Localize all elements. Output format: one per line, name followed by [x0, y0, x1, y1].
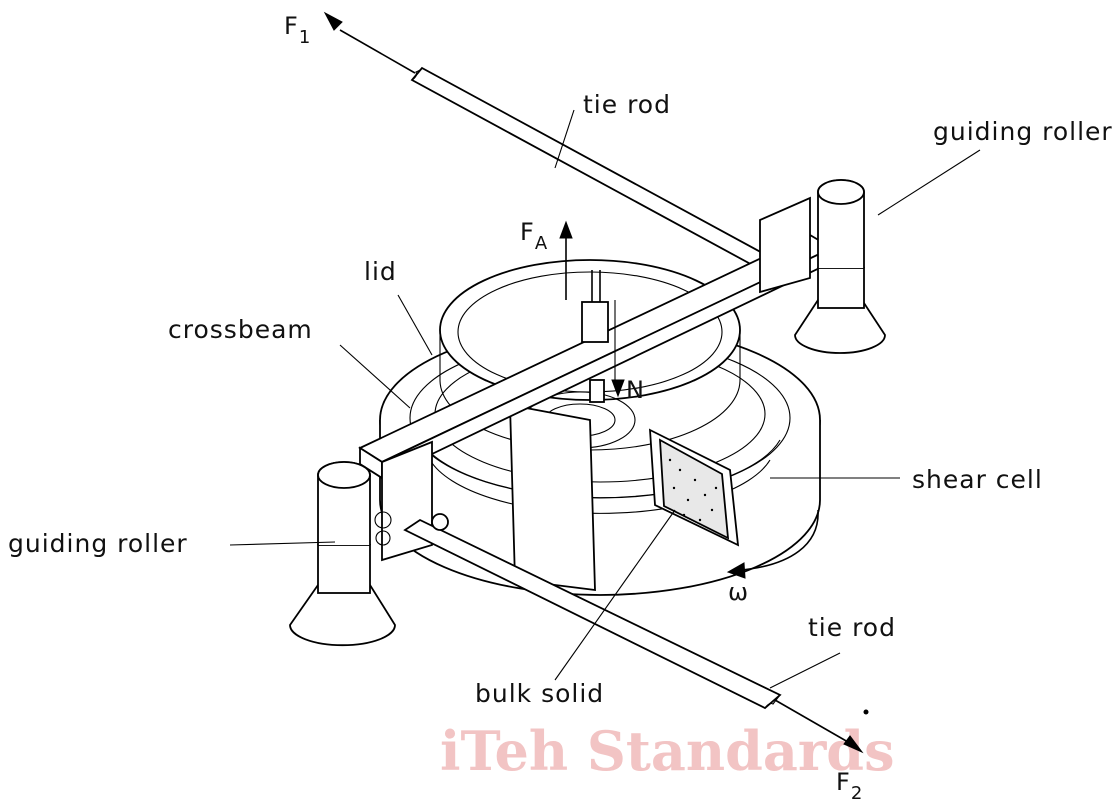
label-tie-rod-top: tie rod	[583, 90, 671, 119]
crossbeam	[358, 196, 834, 562]
n-label: N	[626, 376, 644, 404]
fa-label: FA	[520, 218, 548, 254]
leader-lid	[397, 294, 433, 356]
label-tie-rod-bottom: tie rod	[808, 613, 896, 642]
label-shear-cell: shear cell	[912, 465, 1043, 494]
guiding-roller-left	[289, 461, 396, 647]
f2-arrow	[843, 735, 864, 754]
f1-arrow	[323, 11, 343, 31]
speck-mark	[863, 709, 869, 715]
label-lid: lid	[364, 257, 397, 286]
omega-arrow	[726, 509, 819, 579]
watermark: iTeh Standards	[440, 719, 894, 783]
f1-label: F1	[284, 12, 310, 48]
leader-tie-rod-bottom	[769, 652, 841, 689]
guiding-roller-right	[794, 179, 886, 354]
f2-label: F2	[836, 768, 862, 804]
tie-rod-bottom	[403, 513, 849, 743]
leader-bulk-solid	[554, 509, 676, 681]
label-bulk-solid: bulk solid	[475, 679, 604, 708]
bulk-solid-section	[509, 403, 740, 592]
label-guiding-roller-left: guiding roller	[8, 529, 188, 558]
leader-guiding-roller-left	[229, 541, 336, 546]
leader-crossbeam	[339, 344, 411, 409]
tie-rod-top	[339, 29, 792, 282]
n-arrow	[611, 379, 625, 398]
fa-arrow	[559, 220, 573, 300]
label-crossbeam: crossbeam	[168, 315, 313, 344]
center-post	[581, 270, 616, 403]
leader-tie-rod-top	[554, 109, 575, 169]
label-guiding-roller-right: guiding roller	[933, 117, 1113, 146]
leader-guiding-roller-right	[877, 149, 981, 216]
omega-label: ω	[728, 578, 748, 606]
